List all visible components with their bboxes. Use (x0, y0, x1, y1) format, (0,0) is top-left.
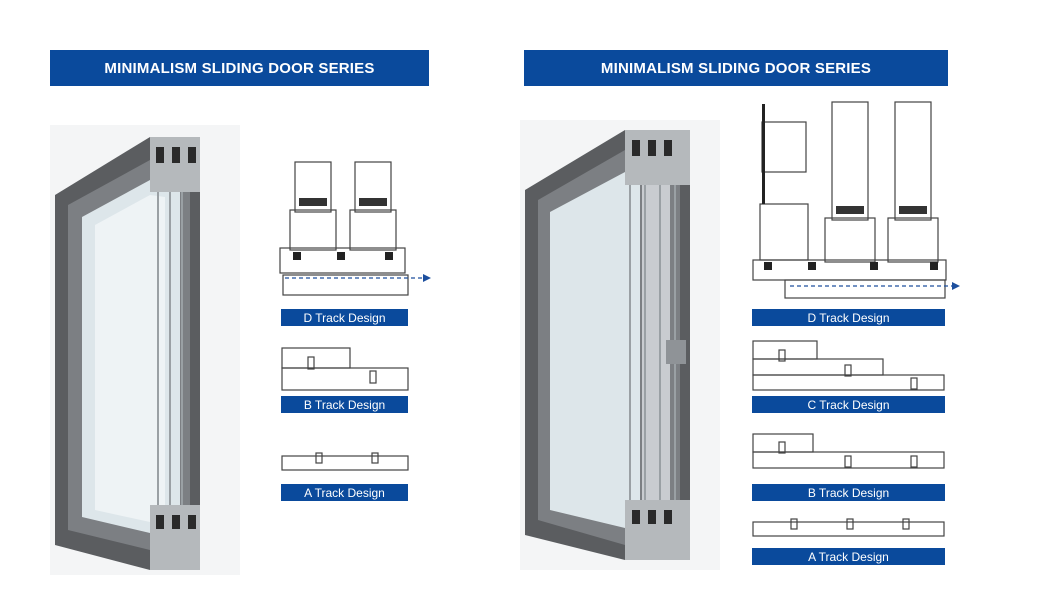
left-d-track-diagram (275, 160, 435, 300)
left-sliding-door-photo (50, 125, 240, 575)
right-a-track-diagram (751, 518, 946, 538)
right-d-track-label: D Track Design (752, 309, 945, 326)
left-a-track-label: A Track Design (281, 484, 408, 501)
left-a-track-diagram (280, 452, 410, 472)
right-sliding-door-photo (520, 120, 720, 570)
left-d-track-label: D Track Design (281, 309, 408, 326)
left-series-title: MINIMALISM SLIDING DOOR SERIES (50, 50, 429, 86)
right-c-track-label: C Track Design (752, 396, 945, 413)
right-d-track-diagram (750, 100, 960, 300)
left-b-track-diagram (280, 343, 410, 393)
left-b-track-label: B Track Design (281, 396, 408, 413)
right-series-title: MINIMALISM SLIDING DOOR SERIES (524, 50, 948, 86)
right-a-track-label: A Track Design (752, 548, 945, 565)
right-c-track-diagram (751, 338, 946, 393)
right-b-track-label: B Track Design (752, 484, 945, 501)
right-b-track-diagram (751, 430, 946, 472)
